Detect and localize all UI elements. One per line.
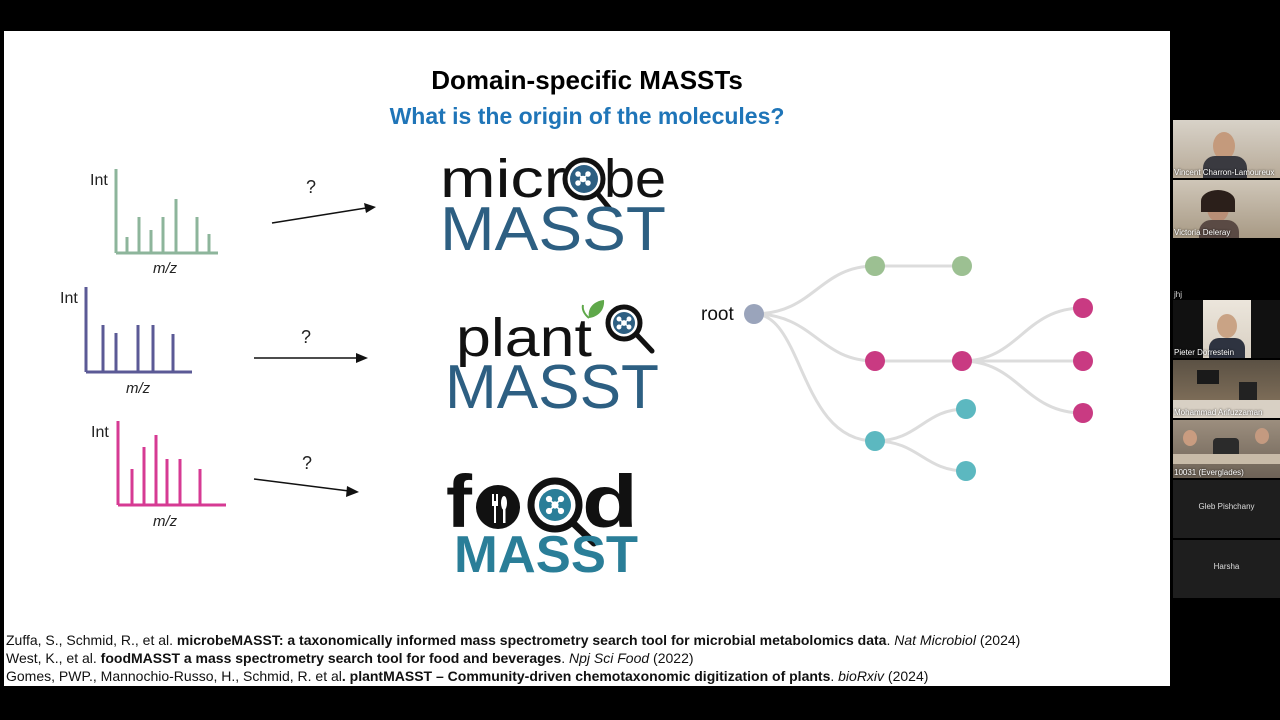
tree-node	[1073, 298, 1093, 318]
participant-name: Victoria Deleray	[1174, 228, 1231, 237]
microbemasst-logo: micr be MASST	[440, 149, 666, 264]
tree-node	[1073, 403, 1093, 423]
spectrum-2-x-label: m/z	[126, 380, 151, 397]
tree-node	[865, 351, 885, 371]
tree-node	[956, 399, 976, 419]
spectrum-plant: Int m/z ?	[60, 287, 368, 397]
presentation-slide: Domain-specific MASSTs What is the origi…	[4, 31, 1170, 686]
svg-text:micr: micr	[440, 149, 566, 209]
reference-3: Gomes, PWP., Mannochio-Russo, H., Schmid…	[6, 668, 929, 684]
tree-node	[952, 351, 972, 371]
participant-tile[interactable]: Vincent Charron-Lamoureux	[1173, 120, 1280, 178]
svg-text:plant: plant	[456, 308, 592, 368]
participant-name: Vincent Charron-Lamoureux	[1174, 168, 1275, 177]
spectrum-2-y-label: Int	[60, 290, 78, 307]
participant-tile[interactable]: Pieter Dorrestein	[1173, 300, 1280, 358]
references: Zuffa, S., Schmid, R., et al. microbeMAS…	[6, 631, 1020, 685]
spectrum-1-y-label: Int	[90, 172, 108, 189]
tree-node	[956, 461, 976, 481]
taxonomy-tree: root	[701, 256, 1093, 481]
plantmasst-logo: plant MASST	[445, 300, 659, 422]
food-masst-text: MASST	[454, 526, 638, 584]
tree-root-node	[744, 304, 764, 324]
slide-title: Domain-specific MASSTs	[431, 65, 743, 95]
spectrum-food: Int m/z ?	[91, 421, 359, 530]
plant-masst-text: MASST	[445, 353, 659, 422]
spectrum-1-x-label: m/z	[153, 260, 178, 277]
participant-tile[interactable]: Gleb Pishchany	[1173, 480, 1280, 538]
slide-subtitle: What is the origin of the molecules?	[389, 103, 785, 129]
tree-node	[1073, 351, 1093, 371]
participant-name: 10031 (Everglades)	[1174, 468, 1244, 477]
participant-name: Mohammad Arifuzzaman	[1174, 408, 1263, 417]
microbe-masst-text: MASST	[440, 195, 666, 264]
participant-tile[interactable]: Victoria Deleray	[1173, 180, 1280, 238]
tree-node	[865, 431, 885, 451]
reference-2: West, K., et al. foodMASST a mass spectr…	[6, 650, 694, 666]
spectrum-2-question: ?	[301, 327, 311, 347]
participant-name: Gleb Pishchany	[1198, 502, 1255, 511]
spectrum-3-x-label: m/z	[153, 513, 178, 530]
reference-1: Zuffa, S., Schmid, R., et al. microbeMAS…	[6, 632, 1021, 648]
spectrum-microbe: Int m/z ?	[90, 169, 376, 277]
participant-tile[interactable]: Mohammad Arifuzzaman	[1173, 360, 1280, 418]
participant-tile[interactable]: Harsha	[1173, 540, 1280, 598]
tree-node	[865, 256, 885, 276]
slide-graphics: Int m/z ? Int	[60, 149, 1093, 584]
participant-tile[interactable]: 10031 (Everglades)	[1173, 420, 1280, 478]
svg-text:be: be	[604, 149, 666, 209]
svg-text:d: d	[582, 460, 638, 543]
participant-name: Harsha	[1213, 562, 1240, 571]
participant-name: Pieter Dorrestein	[1174, 348, 1235, 357]
participant-sidebar: Vincent Charron-Lamoureux Victoria Deler…	[1172, 0, 1280, 720]
tree-node	[952, 256, 972, 276]
spectrum-3-y-label: Int	[91, 424, 109, 441]
spectrum-1-question: ?	[306, 177, 316, 197]
foodmasst-logo: f d MASST	[446, 460, 638, 584]
svg-text:f: f	[446, 460, 472, 543]
spectrum-3-question: ?	[302, 453, 312, 473]
participant-name-only: jhj	[1174, 290, 1183, 299]
tree-root-label: root	[701, 304, 734, 325]
